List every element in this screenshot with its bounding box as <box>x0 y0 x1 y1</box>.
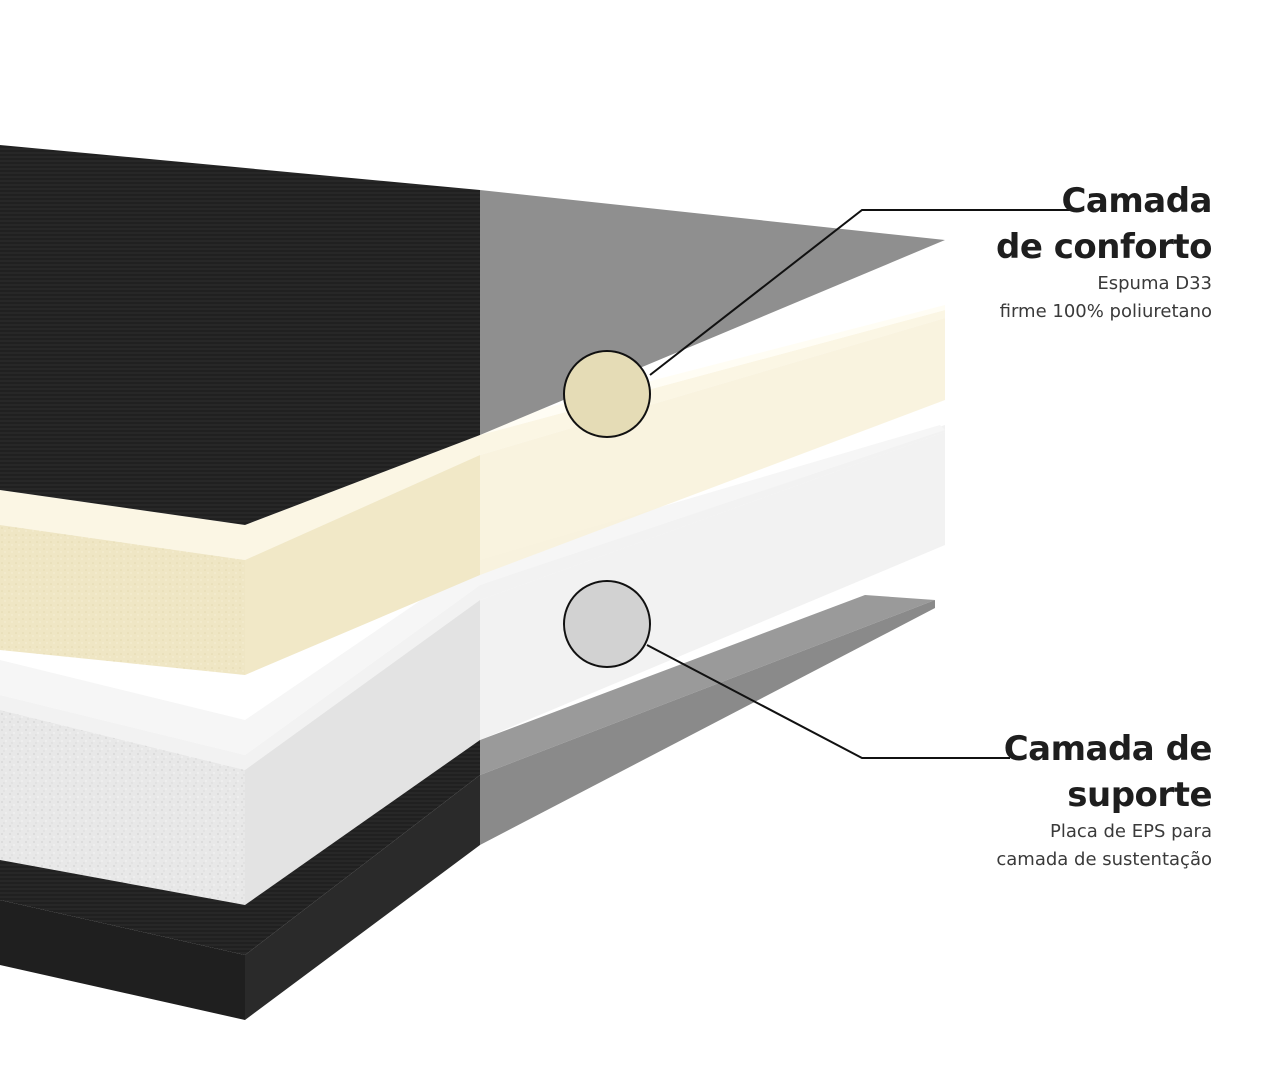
support-desc-line2: camada de sustentação <box>996 849 1212 870</box>
foam-faded-right <box>480 318 945 575</box>
support-eps-sample-icon <box>563 580 651 668</box>
foam-front-side <box>245 455 480 675</box>
comfort-desc-line1: Espuma D33 <box>1097 273 1212 294</box>
support-title-line2: suporte <box>1067 775 1212 815</box>
comfort-leader-line <box>649 209 1070 376</box>
eps-top <box>0 425 945 770</box>
bottom-fabric-side <box>0 900 245 1020</box>
foam-left-side <box>0 525 245 675</box>
support-desc-line1: Placa de EPS para <box>1049 821 1212 842</box>
top-fabric-dark <box>0 145 480 525</box>
comfort-title-line1: Camada <box>1061 181 1212 221</box>
support-title-line1: Camada de <box>1003 729 1213 769</box>
eps-top-surface <box>0 425 945 755</box>
comfort-title-line2: de conforto <box>996 227 1212 267</box>
bottom-fabric-faded <box>480 595 935 775</box>
support-layer-callout: Camada de suporte Placa de EPS para cama… <box>792 726 1212 874</box>
comfort-layer-callout: Camada de conforto Espuma D33 firme 100%… <box>792 178 1212 326</box>
bottom-fabric-front <box>245 775 480 1020</box>
foam-top <box>0 310 945 560</box>
support-leader-line <box>646 644 1010 759</box>
eps-left-side <box>0 710 245 905</box>
comfort-foam-sample-icon <box>563 350 651 438</box>
bottom-fabric-faded-front <box>480 600 935 845</box>
comfort-desc-line2: firme 100% poliuretano <box>999 301 1212 322</box>
eps-front-side <box>245 600 480 905</box>
